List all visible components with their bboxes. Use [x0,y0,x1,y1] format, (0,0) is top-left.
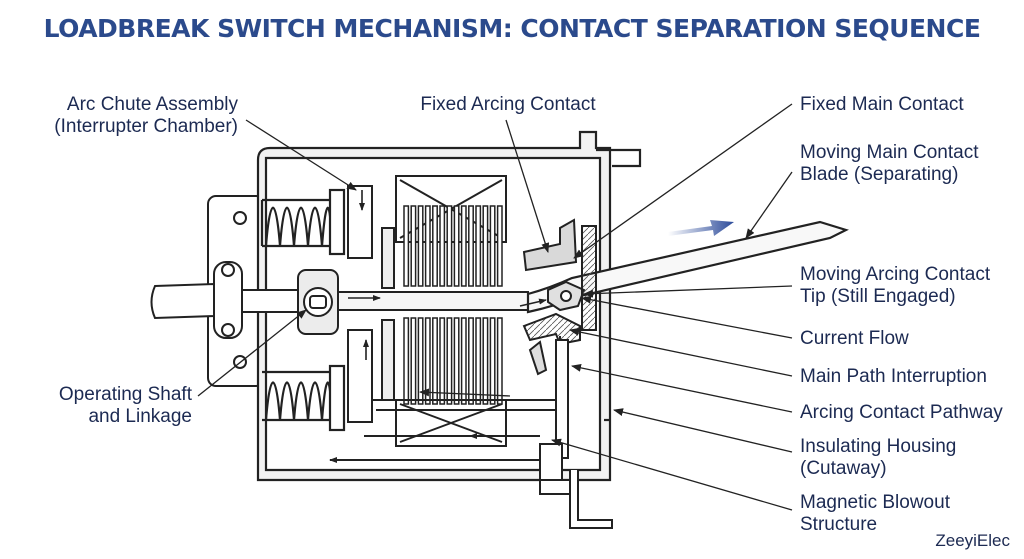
label-main-path-interruption: Main Path Interruption [800,366,987,387]
diagram-title: LOADBREAK SWITCH MECHANISM: CONTACT SEPA… [43,14,981,43]
label-arcing-contact-pathway: Arcing Contact Pathway [800,402,1003,423]
moving-arcing-tip [547,280,586,312]
label-current-flow: Current Flow [800,328,909,349]
leader-lines [197,103,793,511]
label-fixed-main-contact: Fixed Main Contact [800,94,964,115]
current-flow-arrows [329,190,547,463]
moving-main-blade [526,220,849,314]
fixed-arcing-contact [522,218,578,272]
watermark: ZeeyiElec [935,531,1010,550]
arc-chute-plates [403,205,503,405]
label-arc-chute: Arc Chute Assembly(Interrupter Chamber) [54,94,238,137]
springs [260,188,346,432]
motion-arrow [668,220,734,236]
label-fixed-arcing-contact: Fixed Arcing Contact [420,94,596,115]
label-insulating-housing: Insulating Housing(Cutaway) [800,436,957,479]
operating-shaft [150,261,529,339]
magnetic-blowout-structure [522,312,613,529]
